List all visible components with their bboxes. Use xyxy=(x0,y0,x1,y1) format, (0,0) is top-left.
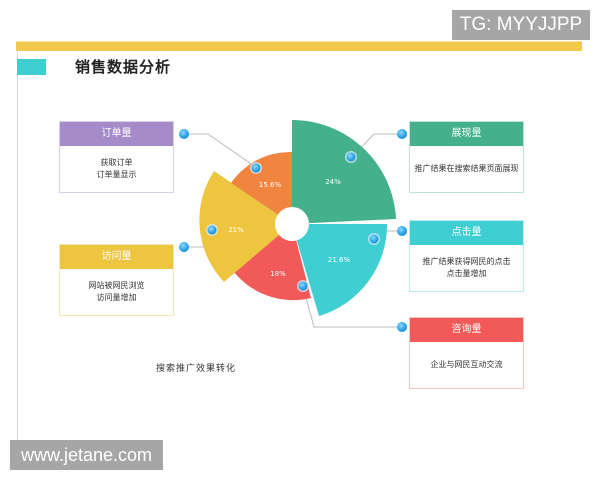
title-accent xyxy=(17,59,46,75)
card-visits-body: 网站被网民浏览 访问量增加 xyxy=(88,281,145,302)
dot-orders-slice xyxy=(250,162,262,174)
card-impressions-title: 展现量 xyxy=(410,122,523,146)
dot-clicks-card xyxy=(397,226,407,236)
chart-caption: 搜索推广效果转化 xyxy=(156,364,237,374)
pie-slices xyxy=(199,119,396,316)
dot-orders-card xyxy=(179,129,189,139)
label-orders: 15.6% xyxy=(259,181,282,189)
slice-impressions[interactable] xyxy=(292,119,396,224)
header-bar xyxy=(16,41,582,51)
card-orders-body: 获取订单 订单量显示 xyxy=(96,158,137,179)
card-visits: 访问量 网站被网民浏览 访问量增加 xyxy=(59,244,174,316)
card-impressions: 展现量 推广结果在搜索结果页面展现 xyxy=(409,121,524,193)
watermark-bottom: www.jetane.com xyxy=(10,440,163,470)
label-inquiries: 18% xyxy=(270,270,286,278)
card-orders: 订单量 获取订单 订单量显示 xyxy=(59,121,174,193)
card-clicks-body: 推广结果获得网民的点击 点击量增加 xyxy=(422,257,511,278)
dot-impressions-card xyxy=(397,129,407,139)
card-inquiries: 咨询量 企业与网民互动交流 xyxy=(409,317,524,389)
dot-visits-slice xyxy=(206,224,218,236)
label-clicks: 21.6% xyxy=(328,256,351,264)
dot-visits-card xyxy=(179,242,189,252)
dot-impressions-slice xyxy=(345,151,357,163)
connector-orders xyxy=(184,133,258,169)
label-impressions: 24% xyxy=(325,178,341,186)
slice-inquiries[interactable] xyxy=(231,224,311,301)
card-visits-title: 访问量 xyxy=(60,245,173,269)
label-visits: 21% xyxy=(228,226,244,234)
card-clicks: 点击量 推广结果获得网民的点击 点击量增加 xyxy=(409,220,524,292)
card-clicks-title: 点击量 xyxy=(410,221,523,245)
left-divider xyxy=(17,50,18,445)
dot-inquiries-card xyxy=(397,322,407,332)
connector-inquiries xyxy=(302,286,402,328)
card-impressions-body: 推广结果在搜索结果页面展现 xyxy=(414,164,519,173)
slice-visits[interactable] xyxy=(199,171,292,282)
card-orders-title: 订单量 xyxy=(60,122,173,146)
dot-clicks-slice xyxy=(368,233,380,245)
marker-dots xyxy=(179,129,407,332)
donut-hole xyxy=(275,207,309,241)
slice-orders[interactable] xyxy=(231,151,292,224)
card-inquiries-body: 企业与网民互动交流 xyxy=(430,360,503,369)
card-inquiries-title: 咨询量 xyxy=(410,318,523,342)
watermark-top: TG: MYYJJPP xyxy=(452,10,590,40)
page-title: 销售数据分析 xyxy=(75,58,172,76)
dot-inquiries-slice xyxy=(297,280,309,292)
slice-clicks[interactable] xyxy=(292,224,388,316)
